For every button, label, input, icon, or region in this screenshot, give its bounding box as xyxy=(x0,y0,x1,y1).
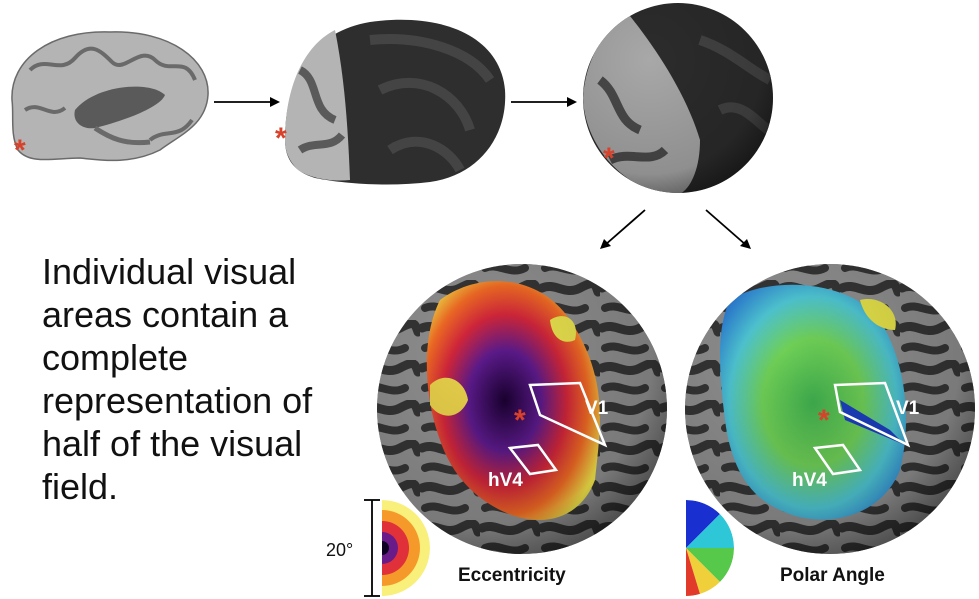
eccentricity-title: Eccentricity xyxy=(458,565,566,586)
polar-angle-legend-icon xyxy=(686,500,734,596)
svg-text:*: * xyxy=(14,134,26,167)
eccentricity-legend-icon xyxy=(382,500,430,596)
svg-text:*: * xyxy=(514,404,526,437)
roi-label-v1: V1 xyxy=(585,398,609,419)
polar-angle-title: Polar Angle xyxy=(780,565,885,586)
arrow-icon xyxy=(214,97,280,107)
spherical-occipital-view-icon xyxy=(583,3,773,193)
arrow-icon xyxy=(511,97,577,107)
asterisk-marker-icon: * * * * * xyxy=(14,122,830,437)
scale-bar xyxy=(364,499,380,597)
brain-medial-surface-icon xyxy=(11,31,209,162)
caption-text: Individual visual areas contain a comple… xyxy=(42,251,313,507)
scale-label: 20° xyxy=(326,540,354,560)
roi-label-hv4: hV4 xyxy=(792,470,827,491)
arrow-icon xyxy=(705,209,751,249)
svg-text:*: * xyxy=(818,404,830,437)
svg-text:*: * xyxy=(275,122,287,155)
svg-text:*: * xyxy=(603,142,615,175)
inflated-hemisphere-icon xyxy=(285,19,506,185)
roi-label-v1: V1 xyxy=(896,398,920,419)
eccentricity-map xyxy=(377,264,667,554)
roi-label-hv4: hV4 xyxy=(488,470,523,491)
polar-angle-map xyxy=(685,264,975,554)
arrow-icon xyxy=(600,209,646,249)
